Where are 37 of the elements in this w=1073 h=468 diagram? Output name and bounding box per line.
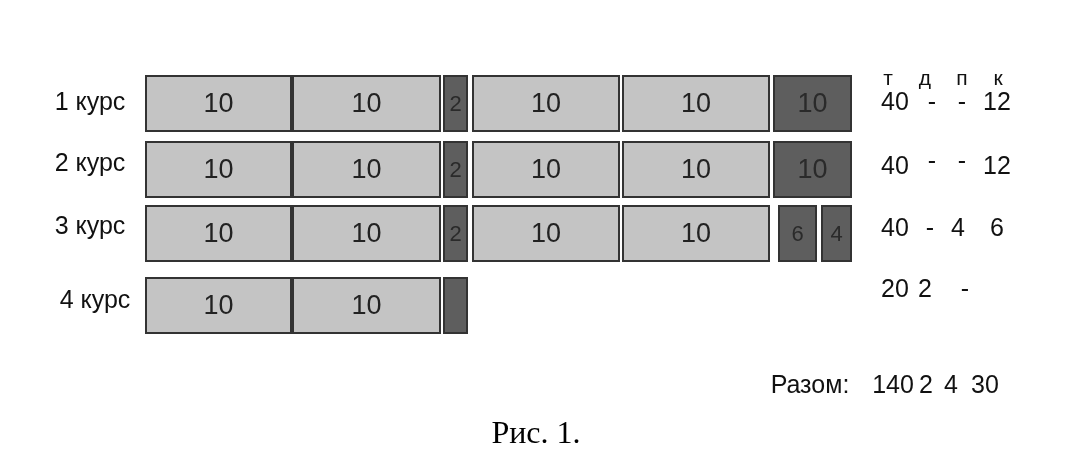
schedule-block: 10 (292, 277, 441, 334)
table-value: 6 (990, 212, 1004, 242)
schedule-block: 10 (472, 75, 620, 132)
table-value: 20 (881, 273, 909, 303)
schedule-block: 10 (622, 205, 770, 262)
table-value: 2 (919, 369, 933, 399)
schedule-block: 10 (292, 205, 441, 262)
table-value: - (957, 145, 967, 175)
schedule-block: 10 (145, 75, 292, 132)
schedule-block: 10 (472, 205, 620, 262)
course-label: 4 курс (59, 284, 131, 314)
dark-schedule-block (443, 277, 468, 334)
figure-caption: Рис. 1. (491, 413, 581, 451)
total-label: Разом: (770, 369, 850, 399)
table-value: 30 (971, 369, 999, 399)
schedule-block: 10 (145, 141, 292, 198)
table-value: 4 (944, 369, 958, 399)
schedule-block: 10 (622, 75, 770, 132)
table-value: - (925, 212, 935, 242)
schedule-block: 10 (145, 277, 292, 334)
table-value: 2 (918, 273, 932, 303)
column-header: д (918, 66, 932, 90)
table-value: 40 (881, 212, 909, 242)
table-value: 12 (983, 150, 1011, 180)
table-value: - (927, 145, 937, 175)
schedule-block: 10 (292, 75, 441, 132)
course-label: 3 курс (54, 210, 126, 240)
schedule-block: 10 (622, 141, 770, 198)
schedule-block: 10 (145, 205, 292, 262)
schedule-block: 10 (292, 141, 441, 198)
table-value: 4 (951, 212, 965, 242)
course-label: 1 курс (54, 86, 126, 116)
schedule-block: 10 (472, 141, 620, 198)
course-label: 2 курс (54, 147, 126, 177)
table-value: - (960, 273, 970, 303)
table-value: 40 (881, 150, 909, 180)
table-value: 140 (872, 369, 914, 399)
